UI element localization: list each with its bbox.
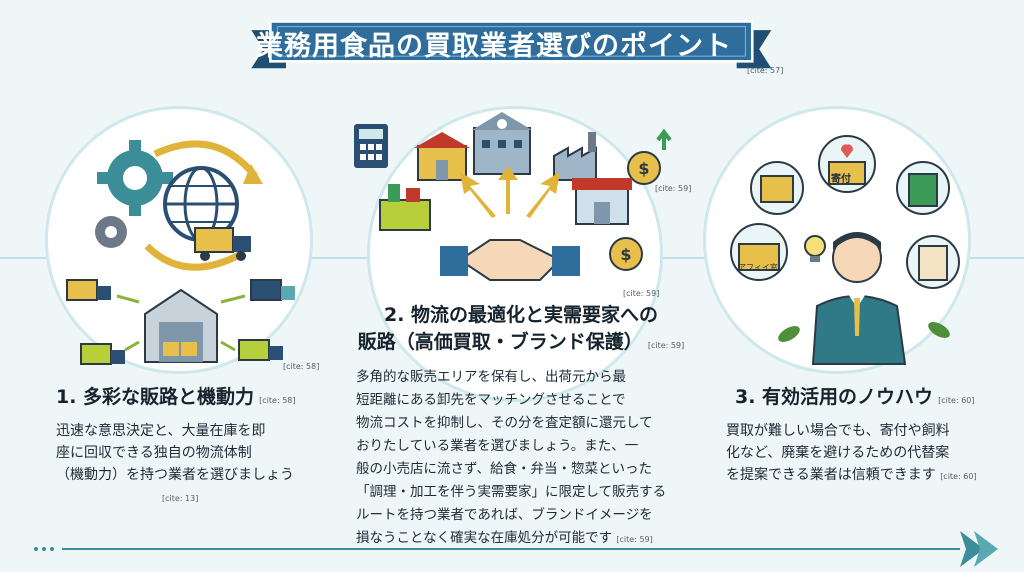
- cycle-arrow-icon: [153, 140, 258, 179]
- leaf-icon: [778, 322, 950, 342]
- section-2-body-cite: [cite: 59]: [616, 535, 653, 544]
- section-2-image-cite-1: [cite: 59]: [655, 184, 692, 193]
- section-3-heading-cite: [cite: 60]: [938, 396, 975, 405]
- money-bag-icon: $: [609, 237, 643, 271]
- section-1-body: 迅速な意思決定と、大量在庫を即 座に回収できる独自の物流体制 （機動力）を持つ業…: [56, 420, 336, 486]
- lightbulb-icon: [804, 235, 826, 262]
- section-2-heading-line: 販路（高価買取・ブランド保護）: [357, 331, 643, 353]
- section-2-heading-cite: [cite: 59]: [647, 341, 685, 350]
- page-title: 業務用食品の買取業者選びのポイント: [256, 30, 732, 62]
- section-2-body-line: 損なうことなく確実な在庫処分が可能です: [356, 530, 613, 546]
- school-icon: [414, 132, 470, 181]
- businessman-icon: [811, 232, 907, 365]
- factory-icon: [553, 132, 597, 181]
- section-3-body-line: を提案できる業者は信頼できます: [726, 467, 936, 483]
- progress-arrow: [34, 531, 998, 567]
- shop-icon: [572, 178, 632, 225]
- feed-bag-icon: [906, 235, 960, 289]
- section-3-illustration: [730, 135, 960, 365]
- grocery-icon: [379, 184, 431, 231]
- section-1-body-line: 迅速な意思決定と、大量在庫を即: [56, 423, 266, 439]
- section-1-heading-cite: [cite: 58]: [259, 396, 296, 405]
- section-2-body-line: おりたしている業者を選びましょう。また、一: [356, 438, 639, 454]
- recycle-box-icon: [750, 161, 804, 215]
- section-3-heading-row: 3. 有効活用のノウハウ [cite: 60]: [735, 382, 995, 409]
- svg-text:$: $: [620, 245, 631, 264]
- money-bag-icon: $: [627, 151, 661, 185]
- section-3-body: 買取が難しい場合でも、寄付や飼料 化など、廃棄を避けるための代替案 を提案できる…: [726, 420, 1006, 488]
- section-3-body-cite: [cite: 60]: [940, 472, 977, 481]
- section-1-heading-row: 1. 多彩な販路と機動力 [cite: 58]: [56, 382, 336, 409]
- truck-icon: [238, 339, 283, 361]
- gear-icon: [97, 140, 173, 216]
- section-3-body-line: 化など、廃棄を避けるための代替案: [726, 445, 950, 461]
- donation-label: 寄付: [831, 174, 851, 185]
- section-3-body-line: 買取が難しい場合でも、寄付や飼料: [726, 423, 950, 439]
- section-2-body: 多角的な販売エリアを保有し、出荷元から最 短距離にある卸先をマッチングさせること…: [356, 366, 696, 551]
- section-2-body-line: 短距離にある卸先をマッチングさせることで: [356, 392, 626, 408]
- section-2-illustration: $ $: [354, 112, 672, 281]
- section-2-body-line: 般の小売店に流さず、給食・弁当・惣菜といった: [356, 461, 653, 477]
- title-cite: [cite: 57]: [747, 66, 784, 75]
- recycle-bin-icon: [896, 161, 950, 215]
- globe-icon: [163, 166, 239, 242]
- donation-box-icon: [818, 135, 876, 193]
- section-2-body-line: 多角的な販売エリアを保有し、出荷元から最: [356, 369, 626, 385]
- truck-icon: [250, 279, 295, 301]
- section-2-body-line: ルートを持つ業者であれば、ブランドイメージを: [356, 507, 653, 523]
- warehouse-icon: [144, 288, 218, 363]
- section-1-body-line: （機動力）を持つ業者を選びましょう: [56, 467, 294, 483]
- calculator-icon: [354, 124, 388, 168]
- section-2-heading-line: 2. 物流の最適化と実需要家への: [383, 304, 659, 326]
- section-1-body-cite: [cite: 13]: [162, 494, 199, 503]
- truck-icon: [66, 279, 111, 301]
- building-icon: [472, 112, 532, 175]
- section-2-body-line: 「調理・加工を伴う実需要家」に限定して販売する: [356, 484, 667, 500]
- gear-icon: [95, 216, 127, 248]
- truck-icon: [80, 343, 125, 365]
- affiliate-box-icon: [730, 223, 788, 281]
- title-banner: [251, 20, 772, 69]
- svg-text:$: $: [638, 159, 649, 178]
- section-1-image-cite: [cite: 58]: [283, 362, 320, 371]
- arrow-icon: [460, 166, 560, 218]
- section-2-image-cite-2: [cite: 59]: [623, 289, 660, 298]
- affiliate-label: アフィイ窓: [738, 263, 778, 272]
- section-2-body-line: 物流コストを抑制し、その分を査定額に還元して: [356, 415, 653, 431]
- section-1-illustration: [66, 140, 295, 365]
- section-1-heading: 1. 多彩な販路と機動力: [56, 386, 255, 408]
- section-2-heading: 2. 物流の最適化と実需要家への 販路（高価買取・ブランド保護） [cite: …: [351, 300, 691, 354]
- section-3-heading: 3. 有効活用のノウハウ: [735, 386, 934, 408]
- handshake-icon: [440, 239, 580, 281]
- section-1-body-line: 座に回収できる独自の物流体制: [56, 445, 252, 461]
- truck-icon: [194, 227, 251, 261]
